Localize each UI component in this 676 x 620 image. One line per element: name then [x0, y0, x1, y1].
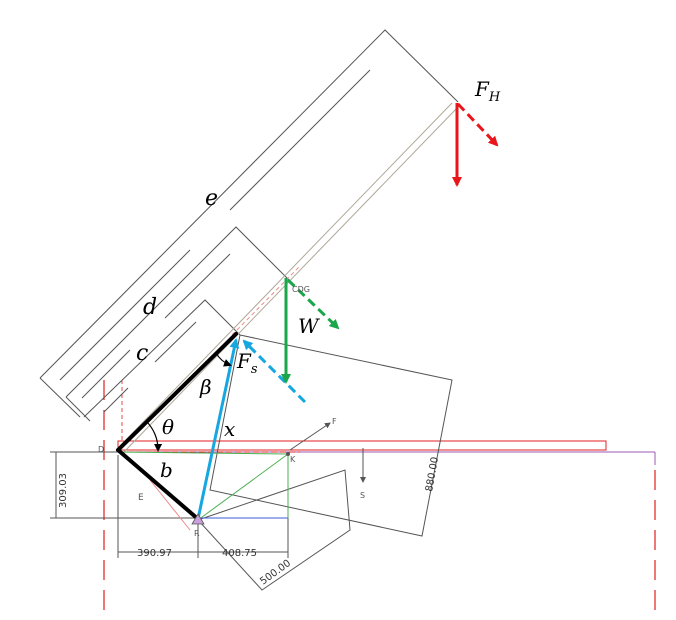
theta-arc	[145, 420, 163, 452]
boom-middle-box	[65, 226, 291, 422]
label-e-small: E	[138, 493, 144, 503]
lower-box	[197, 469, 351, 591]
label-k-point: K	[290, 455, 296, 464]
ground-lines	[100, 380, 656, 615]
label-d-point: D	[98, 445, 104, 454]
label-c: c	[136, 341, 148, 366]
label-x: x	[224, 417, 235, 441]
e-helper-line	[149, 479, 191, 531]
beta-arc	[215, 352, 232, 367]
label-fs: Fs	[236, 349, 258, 377]
weight-normal-arrow	[286, 278, 340, 330]
label-w: W	[298, 314, 320, 338]
base-rectangle	[209, 334, 453, 537]
small-f-arrow	[289, 422, 331, 451]
label-beta: β	[199, 375, 212, 399]
dim-408: 408.75	[222, 548, 257, 559]
boom-rails	[117, 102, 459, 453]
label-b: b	[160, 458, 173, 482]
pivot-r	[191, 513, 205, 525]
label-cdg: CDG	[292, 285, 310, 294]
label-f-small: F	[332, 417, 337, 426]
link-x	[196, 338, 240, 520]
helper-triangle	[117, 451, 289, 521]
red-beam	[117, 440, 607, 453]
fh-normal-arrow	[456, 102, 499, 147]
label-s-small: S	[360, 491, 365, 500]
dimension-lines	[59, 69, 371, 413]
fs-arrow	[242, 339, 307, 404]
dim-390: 390.97	[137, 548, 172, 559]
label-theta: θ	[162, 415, 174, 439]
label-fh: FH	[474, 77, 501, 105]
dim-880: 880.00	[424, 456, 441, 492]
label-d: d	[143, 295, 157, 320]
boom-inner-box	[83, 299, 241, 418]
dim-309: 309.03	[58, 473, 69, 508]
label-e: e	[205, 186, 218, 211]
boom-outer-box	[39, 29, 459, 418]
pivot-k	[286, 452, 290, 456]
label-r-point: R	[194, 529, 200, 538]
